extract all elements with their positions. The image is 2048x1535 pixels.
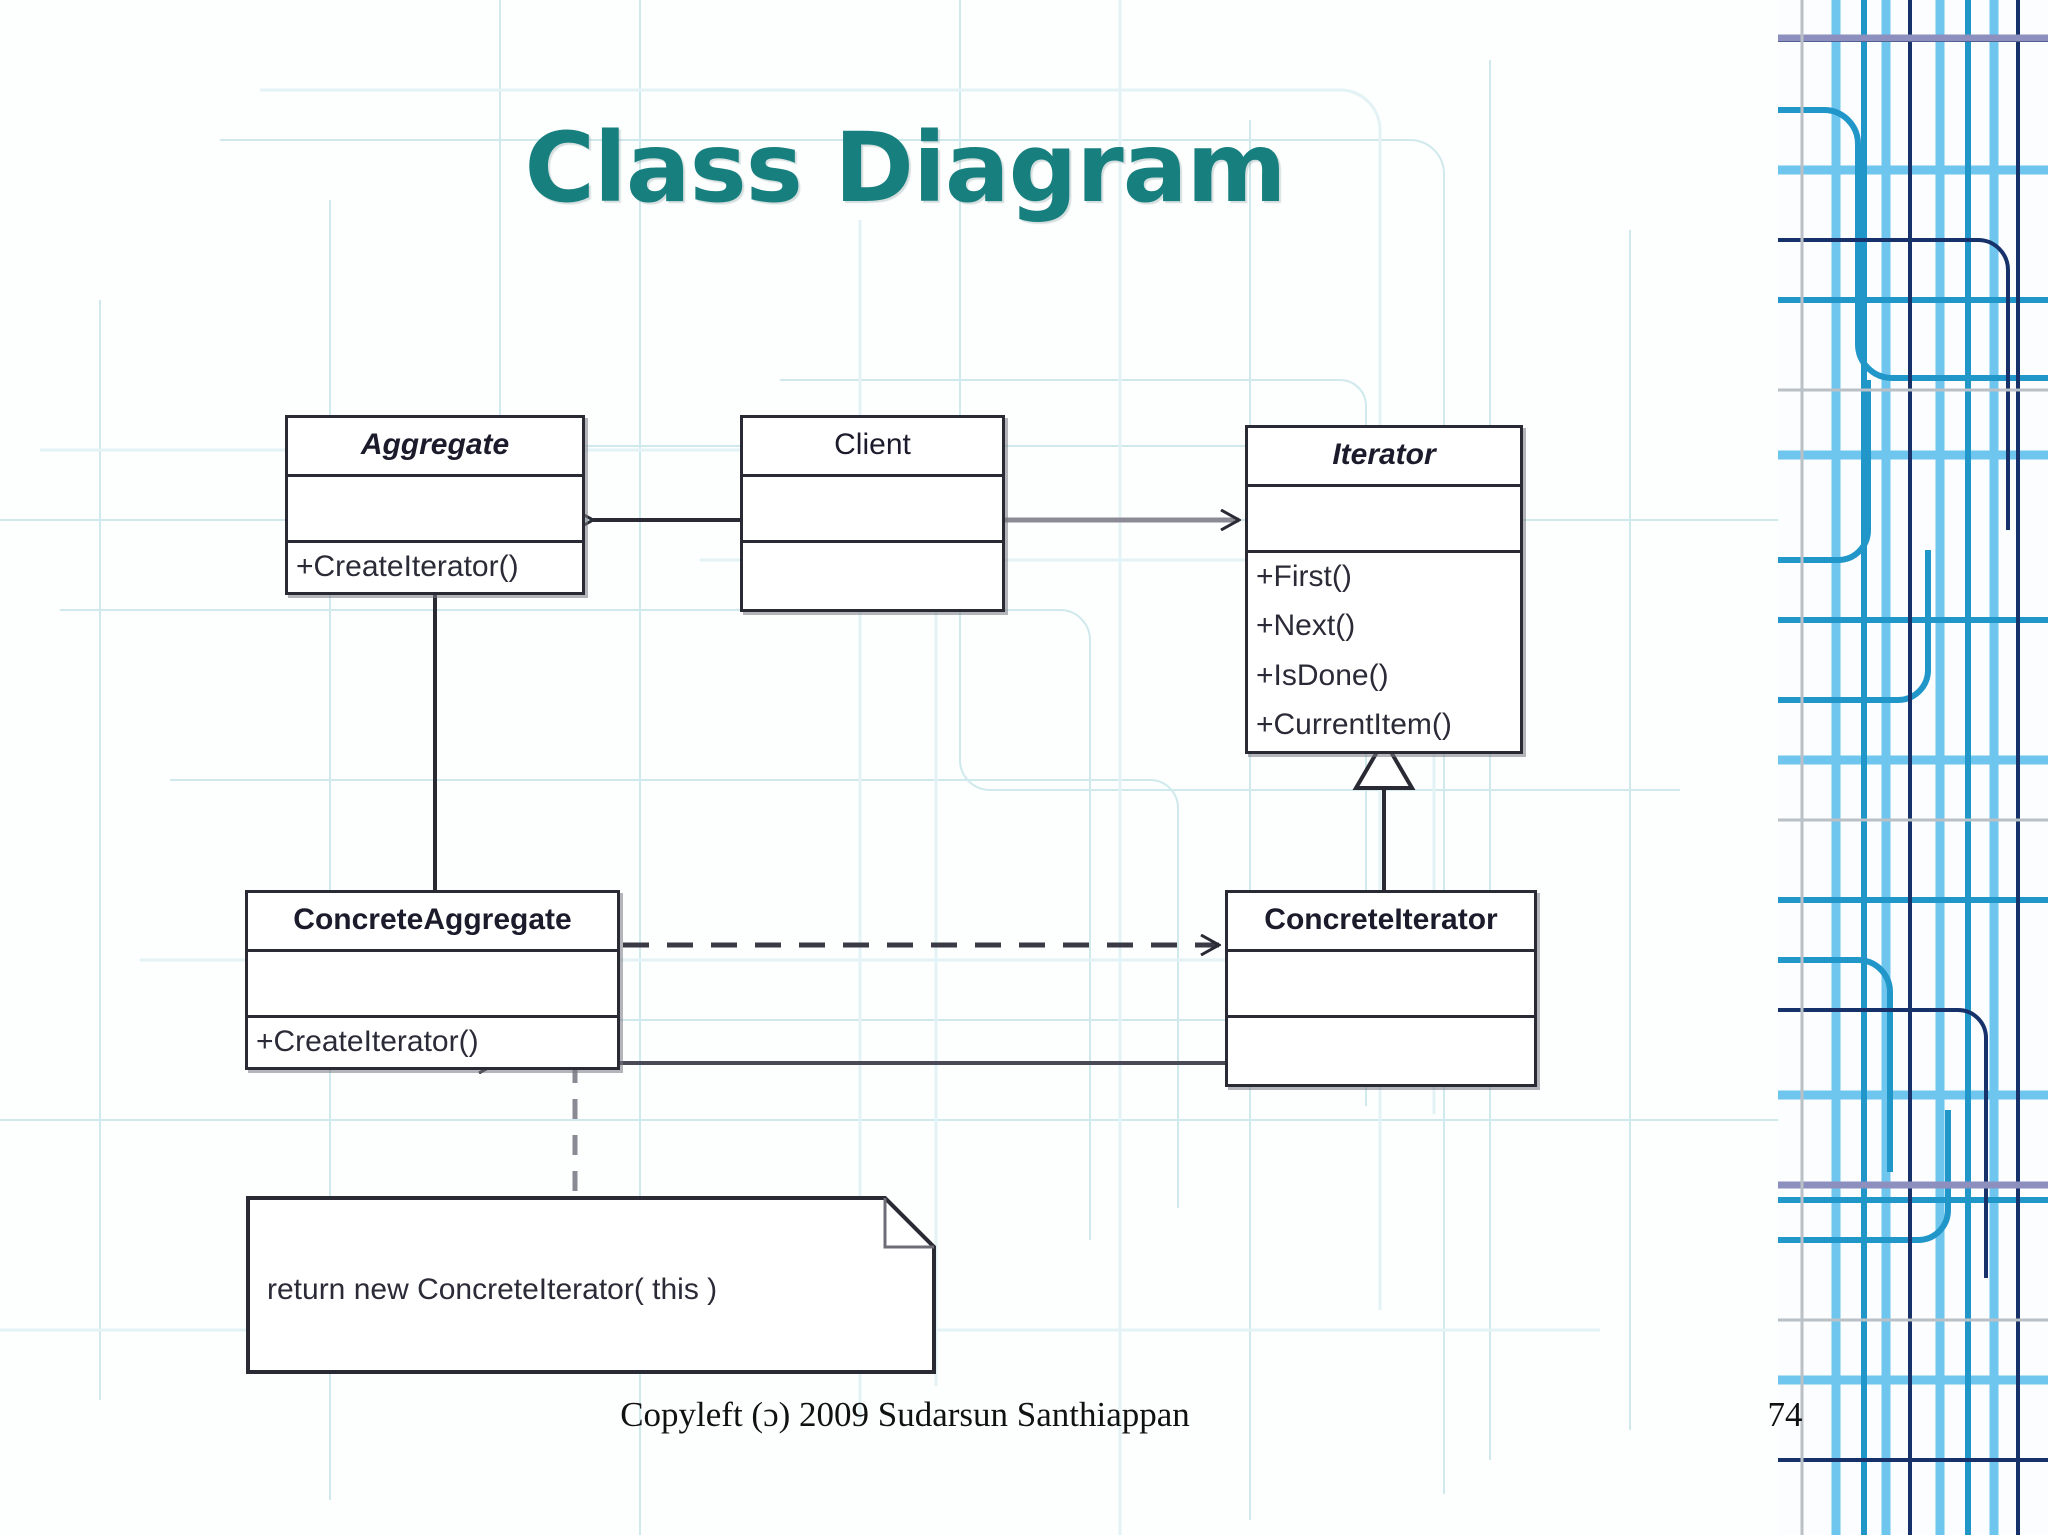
- class-attributes-compartment: [288, 477, 582, 543]
- class-attributes-compartment: [1228, 952, 1534, 1018]
- class-operation-item: +First(): [1256, 560, 1352, 593]
- class-operations-compartment: +CreateIterator(): [288, 543, 582, 592]
- slide-page-number: 74: [1767, 1395, 1803, 1434]
- uml-note-box[interactable]: return new ConcreteIterator( this ): [245, 1195, 937, 1375]
- class-operations-compartment: [743, 543, 1002, 609]
- class-name-label: ConcreteAggregate: [293, 903, 572, 936]
- class-operation-item: +CurrentItem(): [1256, 708, 1452, 742]
- class-attributes-compartment: [248, 952, 617, 1018]
- class-operations-compartment: +First() +Next() +IsDone() +CurrentItem(…: [1248, 553, 1520, 751]
- class-name-label: ConcreteIterator: [1264, 903, 1498, 936]
- class-name-label: Iterator: [1332, 438, 1436, 471]
- right-edge-circuit-pattern: [1778, 0, 2048, 1535]
- class-attributes-compartment: [1248, 487, 1520, 553]
- class-name-compartment: ConcreteIterator: [1228, 893, 1534, 952]
- class-box-iterator[interactable]: Iterator +First() +Next() +IsDone() +Cur…: [1245, 425, 1523, 754]
- class-operation-item: +IsDone(): [1256, 658, 1389, 692]
- class-name-compartment: Aggregate: [288, 418, 582, 477]
- class-box-client[interactable]: Client: [740, 415, 1005, 612]
- class-attributes-compartment: [743, 477, 1002, 543]
- class-box-concreteiterator[interactable]: ConcreteIterator: [1225, 890, 1537, 1087]
- class-name-compartment: Client: [743, 418, 1002, 477]
- class-operations-compartment: [1228, 1018, 1534, 1084]
- page-spine-shadow: [1778, 0, 1840, 1535]
- class-name-compartment: ConcreteAggregate: [248, 893, 617, 952]
- uml-class-diagram: Aggregate +CreateIterator() Client Itera…: [245, 400, 1565, 1390]
- page-title: Class Diagram: [524, 112, 1286, 224]
- class-operation-item: +CreateIterator(): [256, 1025, 479, 1058]
- class-name-compartment: Iterator: [1248, 428, 1520, 487]
- class-operation-item: +Next(): [1256, 609, 1356, 643]
- class-name-label: Client: [834, 428, 911, 461]
- class-box-aggregate[interactable]: Aggregate +CreateIterator(): [285, 415, 585, 596]
- slide-footer-copyright: Copyleft (ɔ) 2009 Sudarsun Santhiappan: [620, 1395, 1190, 1434]
- class-box-concreteaggregate[interactable]: ConcreteAggregate +CreateIterator(): [245, 890, 620, 1071]
- class-operations-compartment: +CreateIterator(): [248, 1018, 617, 1067]
- note-text-label: return new ConcreteIterator( this ): [267, 1273, 718, 1306]
- connector-concreteiterator-generalization: [1352, 736, 1416, 890]
- class-name-label: Aggregate: [360, 428, 510, 461]
- class-operation-item: +CreateIterator(): [296, 550, 519, 583]
